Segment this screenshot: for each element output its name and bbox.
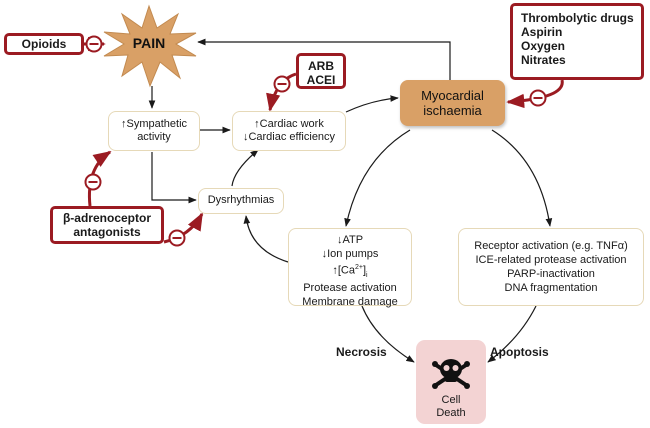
cardiac-work-box: ↑Cardiac work ↓Cardiac efficiency (232, 111, 346, 151)
minus-circle-icon (84, 173, 102, 191)
arrow-cardiac-to-myocardial (345, 95, 399, 113)
parp-line: PARP-inactivation (507, 268, 595, 280)
cardiac-line-1: ↑Cardiac work (254, 118, 324, 130)
necrosis-label: Necrosis (336, 345, 387, 359)
calcium-line: ↑[Ca2+]i (332, 264, 368, 279)
protease-line: Protease activation (303, 282, 397, 295)
arb-label: ARB (308, 59, 334, 73)
thrombolytic-line-4: Nitrates (521, 53, 566, 67)
myocardial-line-1: Myocardial (421, 88, 484, 103)
inhibit-thrombolytic-to-myocardial (506, 79, 564, 109)
pain-label: PAIN (132, 35, 166, 51)
apoptosis-mechanisms-box: Receptor activation (e.g. TNFα) ICE-rela… (458, 228, 644, 306)
sympathetic-line-2: activity (137, 131, 171, 143)
minus-circle-icon (529, 89, 547, 107)
cell-death-text: Cell Death (416, 394, 486, 422)
arrow-necrosis-to-cell-death (361, 305, 415, 363)
acei-label: ACEI (306, 73, 336, 87)
arrow-myocardial-to-pain (197, 38, 451, 82)
receptor-line: Receptor activation (e.g. TNFα) (474, 240, 628, 252)
beta-adrenoceptor-box: β-adrenoceptor antagonists (50, 206, 164, 244)
minus-circle-icon (168, 229, 186, 247)
arrow-apoptosis-to-cell-death (487, 305, 537, 363)
dysrhythmias-label: Dysrhythmias (207, 194, 275, 206)
arrow-dysrhythmias-to-cardiac (231, 149, 259, 187)
arb-acei-box: ARB ACEI (296, 53, 346, 89)
inhibit-beta-to-dysrhythmias (163, 212, 204, 244)
dysrhythmias-box: Dysrhythmias (198, 188, 284, 214)
apoptosis-label: Apoptosis (490, 345, 549, 359)
arrow-myocardial-to-necrosis-box (344, 129, 411, 227)
thrombolytic-line-1: Thrombolytic drugs (521, 11, 634, 25)
beta-line-1: β-adrenoceptor (62, 211, 151, 225)
thrombolytic-box: Thrombolytic drugs Aspirin Oxygen Nitrat… (510, 3, 644, 80)
opioids-label: Opioids (21, 37, 67, 51)
arrow-myocardial-to-apoptosis-box (491, 129, 553, 227)
opioids-box: Opioids (4, 33, 84, 55)
membrane-line: Membrane damage (302, 295, 398, 308)
beta-line-2: antagonists (73, 225, 141, 239)
dna-line: DNA fragmentation (504, 282, 598, 294)
arrow-necrosis-box-to-dysrhythmias (243, 215, 289, 263)
arrow-sympathetic-to-dysrhythmias (151, 152, 197, 204)
minus-circle-icon (85, 35, 103, 53)
cell-label: Cell (441, 394, 461, 406)
sympathetic-activity-box: ↑Sympathetic activity (108, 111, 200, 151)
minus-circle-icon (273, 75, 291, 93)
cardiac-line-2: ↓Cardiac efficiency (242, 131, 336, 143)
ion-pumps-line: ↓Ion pumps (321, 247, 379, 260)
ice-line: ICE-related protease activation (475, 254, 627, 266)
death-label: Death (436, 407, 466, 419)
myocardial-line-2: ischaemia (423, 103, 482, 118)
pain-starburst-icon (103, 4, 197, 88)
thrombolytic-line-3: Oxygen (521, 39, 566, 53)
atp-line: ↓ATP (336, 234, 364, 246)
sympathetic-line-1: ↑Sympathetic (120, 118, 188, 130)
myocardial-ischaemia-box: Myocardial ischaemia (400, 80, 505, 126)
thrombolytic-line-2: Aspirin (521, 25, 563, 39)
necrosis-mechanisms-box: ↓ATP ↓Ion pumps ↑[Ca2+]i Protease activa… (288, 228, 412, 308)
